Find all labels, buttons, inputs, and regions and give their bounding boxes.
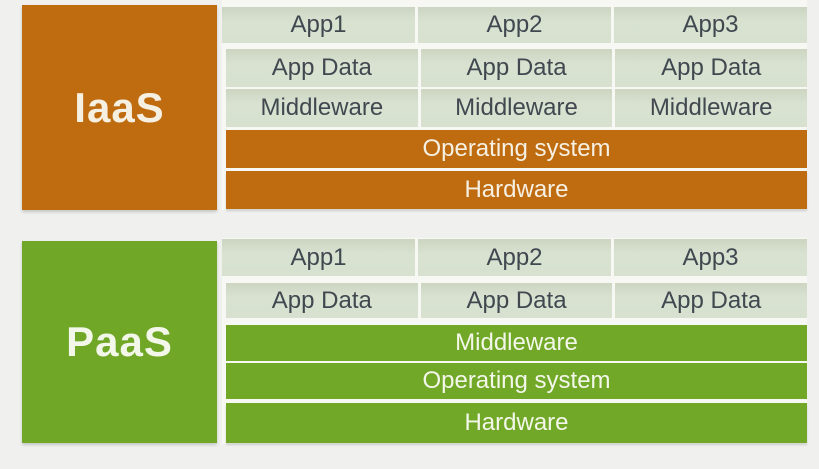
- iaas-operating-system-row: Operating system: [226, 130, 807, 168]
- iaas-label-box: IaaS: [22, 5, 217, 210]
- iaas-app1-cell: App1: [222, 7, 415, 43]
- iaas-middleware-cell: Middleware: [226, 89, 418, 127]
- iaas-hardware-row: Hardware: [226, 171, 807, 209]
- iaas-apps-row: App1 App2 App3: [222, 7, 807, 43]
- iaas-middleware-cell: Middleware: [615, 89, 808, 127]
- paas-label: PaaS: [66, 318, 173, 365]
- iaas-appdata-cell: App Data: [615, 49, 808, 87]
- paas-appdata-row: App Data App Data App Data: [226, 283, 808, 318]
- paas-middleware-row: Middleware: [226, 325, 807, 361]
- paas-app2-cell: App2: [418, 239, 611, 276]
- paas-app1-cell: App1: [222, 239, 415, 276]
- iaas-app3-cell: App3: [614, 7, 807, 43]
- paas-appdata-cell: App Data: [226, 283, 418, 318]
- paas-operating-system-row: Operating system: [226, 363, 807, 399]
- paas-appdata-cell: App Data: [420, 283, 613, 318]
- paas-apps-row: App1 App2 App3: [222, 239, 807, 276]
- paas-app3-cell: App3: [614, 239, 807, 276]
- paas-appdata-cell: App Data: [615, 283, 808, 318]
- iaas-label: IaaS: [74, 83, 165, 131]
- iaas-appdata-row: App Data App Data App Data: [226, 49, 808, 87]
- paas-hardware-row: Hardware: [226, 403, 807, 443]
- iaas-appdata-cell: App Data: [420, 49, 613, 87]
- iaas-appdata-cell: App Data: [226, 49, 418, 87]
- paas-label-box: PaaS: [22, 241, 217, 443]
- iaas-middleware-cell: Middleware: [420, 89, 613, 127]
- iaas-app2-cell: App2: [418, 7, 611, 43]
- iaas-middleware-row: Middleware Middleware Middleware: [226, 89, 808, 127]
